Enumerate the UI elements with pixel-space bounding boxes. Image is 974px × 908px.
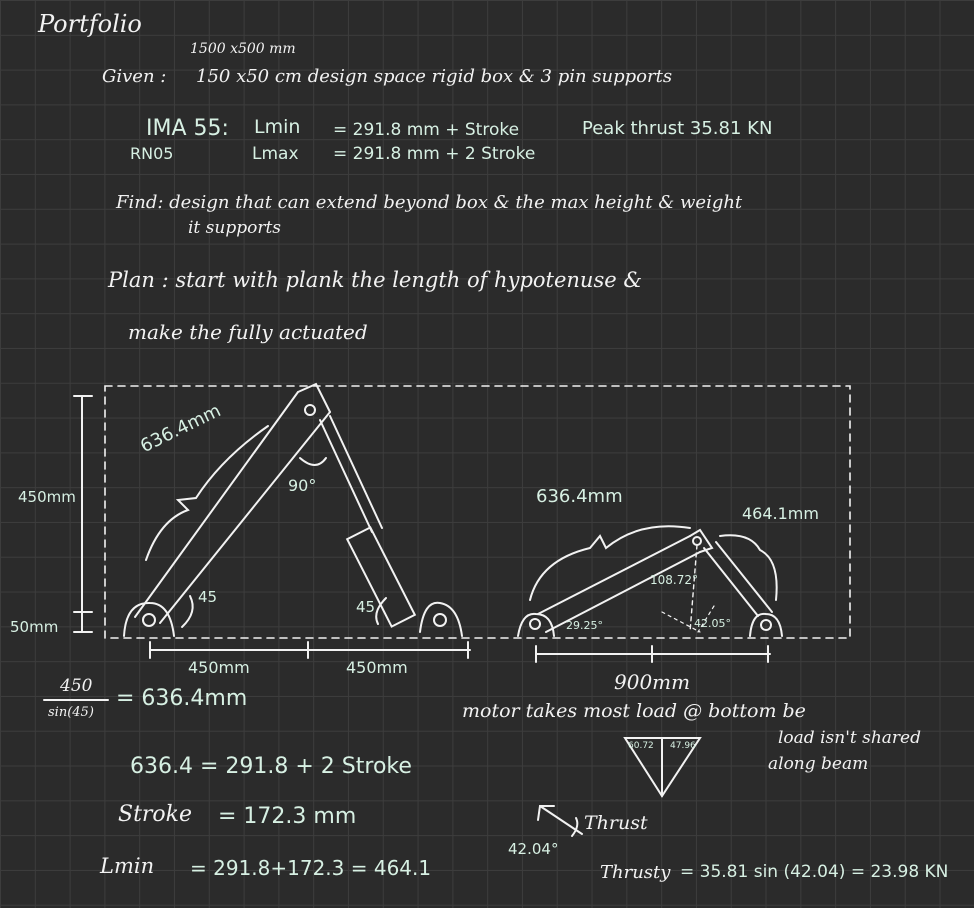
design-box-outline xyxy=(104,385,851,639)
thrust-y-label: Thrusty xyxy=(600,862,671,883)
left-angle-left: 45 xyxy=(198,588,218,606)
find-line-2: it supports xyxy=(188,218,282,238)
angle-arc-right xyxy=(375,597,387,625)
right-diagram-left-pin xyxy=(529,618,541,630)
lmax-label: Lmax xyxy=(252,144,299,164)
find-line-1: Find: design that can extend beyond box … xyxy=(116,192,743,213)
right-diagram-right-pin xyxy=(760,619,772,631)
right-actuator-edge xyxy=(715,541,773,613)
right-angle-right: 42.05° xyxy=(694,617,731,630)
stroke-label: Stroke xyxy=(118,802,193,827)
plank-edge xyxy=(134,391,299,618)
angle-arc-top xyxy=(299,457,327,466)
motor-note-line-3: along beam xyxy=(768,754,869,774)
plan-line-1: Plan : start with plank the length of hy… xyxy=(108,268,643,292)
angle-arc-left xyxy=(181,595,194,628)
left-angle-top: 90° xyxy=(288,476,317,495)
lmin-calc: = 291.8+172.3 = 464.1 xyxy=(190,856,432,880)
height-dashed-line xyxy=(689,544,698,633)
thrust-arrowhead xyxy=(537,805,555,821)
motor-note-line-1: motor takes most load @ bottom be xyxy=(462,700,806,722)
fraction-denominator: sin(45) xyxy=(48,705,94,720)
fraction-numerator: 450 xyxy=(60,676,93,696)
thrust-angle: 42.04° xyxy=(508,840,559,858)
right-diagram-left-support xyxy=(517,612,555,637)
lmin-equation: = 291.8 mm + Stroke xyxy=(333,120,520,140)
triangle-angle-right: 47.96 xyxy=(670,741,696,751)
angle-dashed-line xyxy=(661,611,701,633)
right-pin-support xyxy=(419,601,463,637)
left-pin-support xyxy=(123,601,175,637)
length-brace xyxy=(145,425,269,561)
plank-edge xyxy=(159,411,331,624)
page-title: Portfolio xyxy=(38,10,142,38)
given-label: Given : xyxy=(102,66,167,87)
left-angle-right: 45 xyxy=(356,598,376,616)
actuator-submodel: RN05 xyxy=(130,144,174,163)
thrust-arrow xyxy=(539,805,583,835)
right-angle-left: 29.25° xyxy=(566,619,603,632)
stroke-result: = 172.3 mm xyxy=(218,804,357,829)
triangle-angle-left: 60.72 xyxy=(628,741,654,751)
lmin-label: Lmin xyxy=(254,116,301,138)
peak-thrust: Peak thrust 35.81 KN xyxy=(582,118,773,139)
lmin-calc-label: Lmin xyxy=(100,854,155,878)
height-label-50: 50mm xyxy=(10,618,59,636)
right-angle-top: 108.72° xyxy=(650,573,698,587)
thrust-label: Thrust xyxy=(584,812,648,834)
height-label-450: 450mm xyxy=(18,488,76,506)
left-pin xyxy=(142,613,156,627)
top-pin xyxy=(304,404,316,416)
angle-dashed-line xyxy=(697,605,715,633)
right-plank-length: 636.4mm xyxy=(536,486,623,507)
box-size: 1500 x500 mm xyxy=(190,41,296,57)
actuator-body xyxy=(345,526,417,628)
thrust-angle-arc xyxy=(571,817,579,837)
right-plank-edge xyxy=(537,535,691,615)
right-actuator-brace xyxy=(719,534,778,601)
plank-end xyxy=(297,382,331,413)
right-actuator-length: 464.1mm xyxy=(742,504,819,523)
thrust-y-equation: = 35.81 sin (42.04) = 23.98 KN xyxy=(680,862,949,882)
right-plank-edge xyxy=(545,551,701,633)
right-pin xyxy=(433,613,447,627)
right-base-label: 900mm xyxy=(614,670,691,694)
hypotenuse-result: = 636.4mm xyxy=(116,686,248,711)
actuator-rod xyxy=(329,415,383,529)
given-text: 150 x50 cm design space rigid box & 3 pi… xyxy=(196,66,673,87)
left-base-label-1: 450mm xyxy=(188,658,250,677)
right-top-pin xyxy=(692,536,702,546)
motor-note-line-2: load isn't shared xyxy=(778,728,921,748)
actuator-model: IMA 55: xyxy=(146,116,229,141)
stroke-equation: 636.4 = 291.8 + 2 Stroke xyxy=(130,754,412,779)
actuator-rod xyxy=(319,419,373,533)
plan-line-2: make the fully actuated xyxy=(128,320,368,344)
right-diagram-right-support xyxy=(749,612,783,637)
lmax-equation: = 291.8 mm + 2 Stroke xyxy=(333,144,536,164)
right-actuator-edge xyxy=(703,547,759,617)
right-length-brace xyxy=(529,525,691,601)
left-base-label-2: 450mm xyxy=(346,658,408,677)
